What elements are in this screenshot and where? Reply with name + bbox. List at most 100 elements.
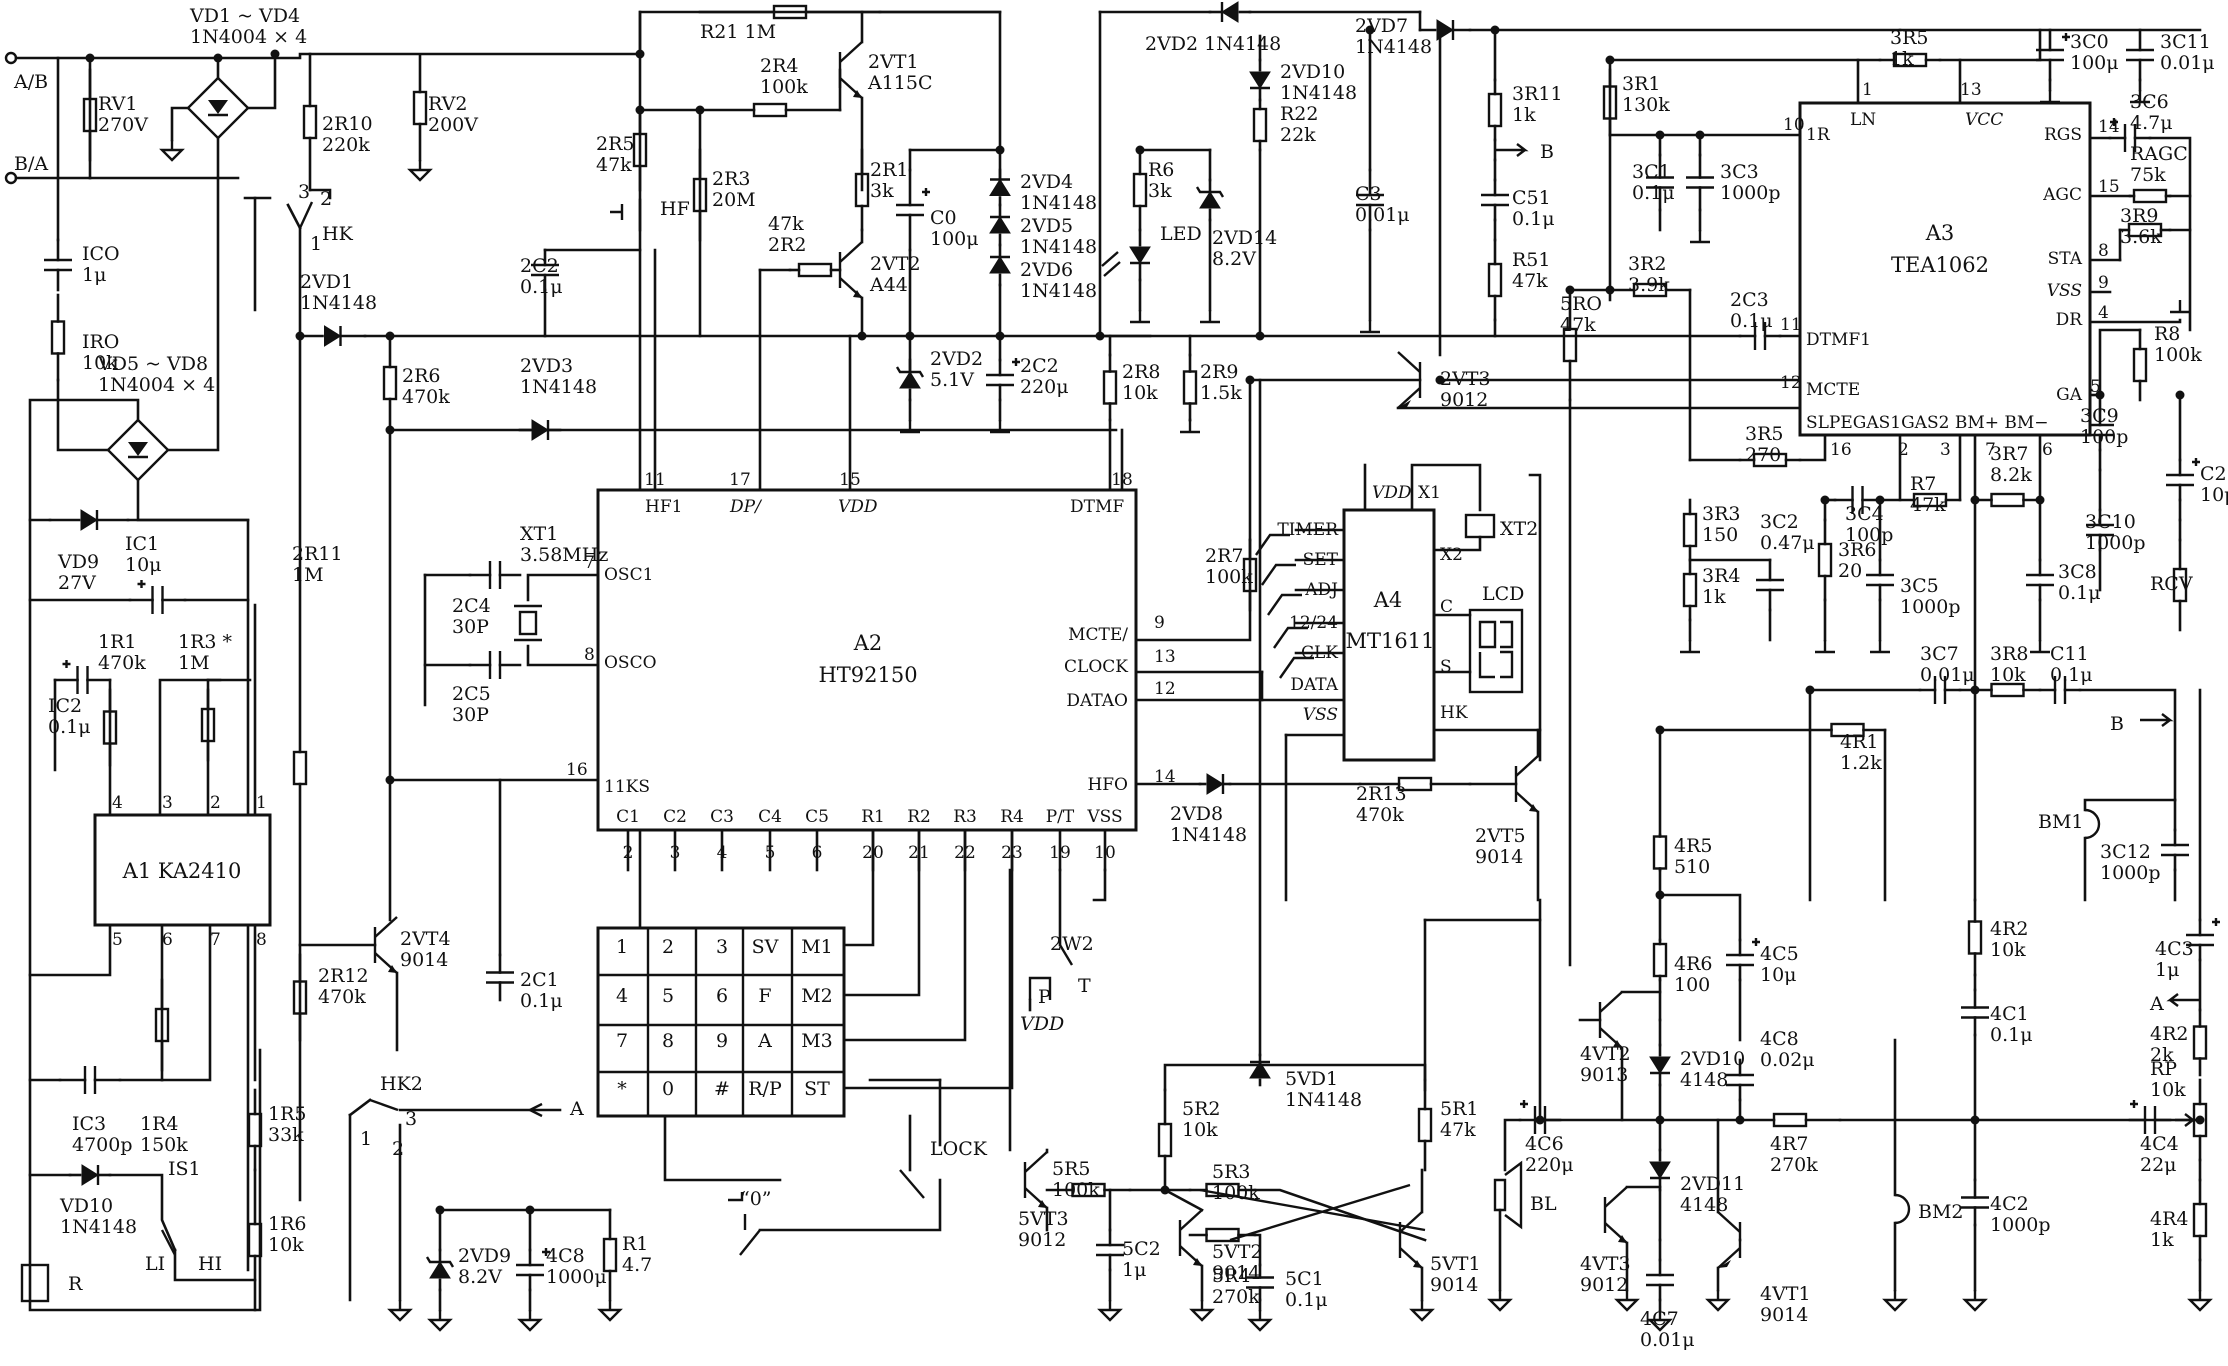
3c0-ref: 3C0	[2070, 31, 2109, 53]
transistor-2vt3	[1397, 351, 1422, 409]
switch-2w2	[1058, 944, 1074, 966]
a3-pin-mcte: MCTE	[1806, 380, 1860, 400]
junction-dot	[1245, 375, 1255, 385]
a4-switch	[1273, 626, 1308, 649]
vd10-value: 1N4148	[60, 1216, 137, 1238]
1r5-ref: 1R5	[268, 1103, 306, 1125]
wire	[842, 828, 875, 947]
3c6-ref: 3C6	[2130, 91, 2169, 113]
keypad-key[interactable]: 0	[662, 1078, 674, 1100]
resistor-3r7	[1990, 492, 2025, 508]
junction-dot	[857, 331, 867, 341]
resistor-r51	[1487, 262, 1503, 298]
capacitor-4c1	[1961, 1006, 1989, 1019]
2c4-ref: 2C4	[452, 595, 491, 617]
3c1-ref: 3C1	[1632, 161, 1671, 183]
4r2-ref: 4R2	[1990, 918, 2028, 940]
keypad-key[interactable]: 5	[662, 985, 674, 1007]
keypad-key[interactable]: M2	[801, 985, 833, 1007]
1r1-ref: 1R1	[98, 631, 136, 653]
a4-pin-left: SET	[1303, 550, 1339, 570]
3c5-ref: 3C5	[1900, 575, 1939, 597]
resistor-3r9	[2127, 222, 2163, 238]
3r4-ref: 3R4	[1702, 565, 1740, 587]
terminal-ba-label: B/A	[14, 153, 48, 175]
hk-label: HK	[322, 223, 354, 245]
4c7-ref: 4C7	[1640, 1308, 1679, 1330]
keypad-key[interactable]: #	[714, 1078, 730, 1100]
keypad-key[interactable]: 6	[716, 985, 728, 1007]
keypad-key[interactable]: 1	[616, 936, 628, 958]
5r3-value: 100k	[1212, 1182, 1260, 1204]
wire	[1503, 1118, 1522, 1172]
resistor-ragc	[2132, 188, 2168, 204]
capacitor-3c3	[1686, 176, 1714, 189]
a2-pin-number: 11	[644, 470, 666, 490]
4c8-value: 0.02μ	[1760, 1049, 1815, 1071]
a4-pin-hk: HK	[1440, 703, 1468, 723]
4r6-ref: 4R6	[1674, 953, 1712, 975]
ragc-ref: RAGC	[2130, 143, 2188, 165]
keypad-key[interactable]: 3	[716, 936, 728, 958]
junction-dot	[1435, 375, 1445, 385]
keypad-key[interactable]: 9	[716, 1030, 728, 1052]
3c3-value: 1000p	[1720, 182, 1781, 204]
diode-2vd8	[1206, 773, 1225, 795]
keypad-key[interactable]: M1	[801, 936, 833, 958]
vd5-vd8-value: 1N4004 × 4	[98, 374, 215, 396]
keypad-key[interactable]: *	[617, 1078, 627, 1100]
crystal-xt1	[518, 610, 538, 636]
a2-pin-number: 5	[765, 843, 776, 863]
rp-value: 10k	[2150, 1079, 2186, 1101]
keypad-key[interactable]: SV	[752, 936, 779, 958]
junction-dot	[1655, 725, 1665, 735]
4r7-ref: 4R7	[1770, 1133, 1808, 1155]
a2-pin-bottom: R2	[907, 807, 931, 827]
3c10-ref: 3C10	[2085, 511, 2136, 533]
3c12-ref: 3C12	[2100, 841, 2151, 863]
w2-label: 2W2	[1050, 933, 1094, 955]
crystal-xt2	[1464, 513, 1496, 539]
keypad-key[interactable]: A	[757, 1030, 772, 1052]
capacitor-3c2	[1756, 578, 1784, 592]
ground-symbol	[1200, 310, 1220, 324]
4vt1-value: 9014	[1760, 1304, 1808, 1326]
components	[4, 1, 2220, 1332]
a2-pin-number: 9	[1154, 613, 1165, 633]
a2-pin-number: 22	[954, 843, 976, 863]
keypad-key[interactable]: 4	[616, 985, 628, 1007]
keypad-key[interactable]: 8	[662, 1030, 674, 1052]
iro-value: 10k	[82, 352, 118, 374]
4c5-ref: 4C5	[1760, 943, 1799, 965]
5vt2-value: 9014	[1212, 1262, 1260, 1284]
terminal-ab-label: A/B	[13, 71, 48, 93]
r2r10-ref: 2R10	[322, 113, 373, 135]
a2-pin-number: 15	[839, 470, 861, 490]
a3-pin-right: DR	[2056, 310, 2084, 330]
4c6-value: 220μ	[1525, 1154, 1574, 1176]
resistor-2r13	[1397, 776, 1433, 792]
2r2-value: 2R2	[768, 234, 806, 256]
arrow-a2-icon	[529, 1102, 543, 1118]
keypad-key[interactable]: M3	[801, 1030, 833, 1052]
5vt1-value: 9014	[1430, 1274, 1478, 1296]
wire	[526, 573, 600, 602]
keypad-key[interactable]: F	[758, 985, 771, 1007]
keypad-key[interactable]: ST	[804, 1078, 830, 1100]
3r6-value: 20	[1838, 560, 1862, 582]
wire	[166, 176, 220, 452]
keypad-key[interactable]: 7	[616, 1030, 628, 1052]
ground-symbol	[1360, 320, 1380, 334]
3c2-value: 0.47μ	[1760, 532, 1815, 554]
keypad-key[interactable]: 2	[662, 936, 674, 958]
2r2-ref: 47k	[768, 213, 804, 235]
chip-a4-name: MT1611	[1346, 629, 1435, 653]
r6-value: 3k	[1148, 180, 1172, 202]
2vd8-value: 1N4148	[1170, 824, 1247, 846]
resistor-5r1	[1417, 1107, 1433, 1143]
wire	[842, 828, 967, 1042]
a2-pin-number: 2	[623, 843, 634, 863]
keypad-key[interactable]: R/P	[748, 1078, 782, 1100]
c2-value: 10μ	[2200, 484, 2228, 506]
4vt3-value: 9012	[1580, 1274, 1628, 1296]
